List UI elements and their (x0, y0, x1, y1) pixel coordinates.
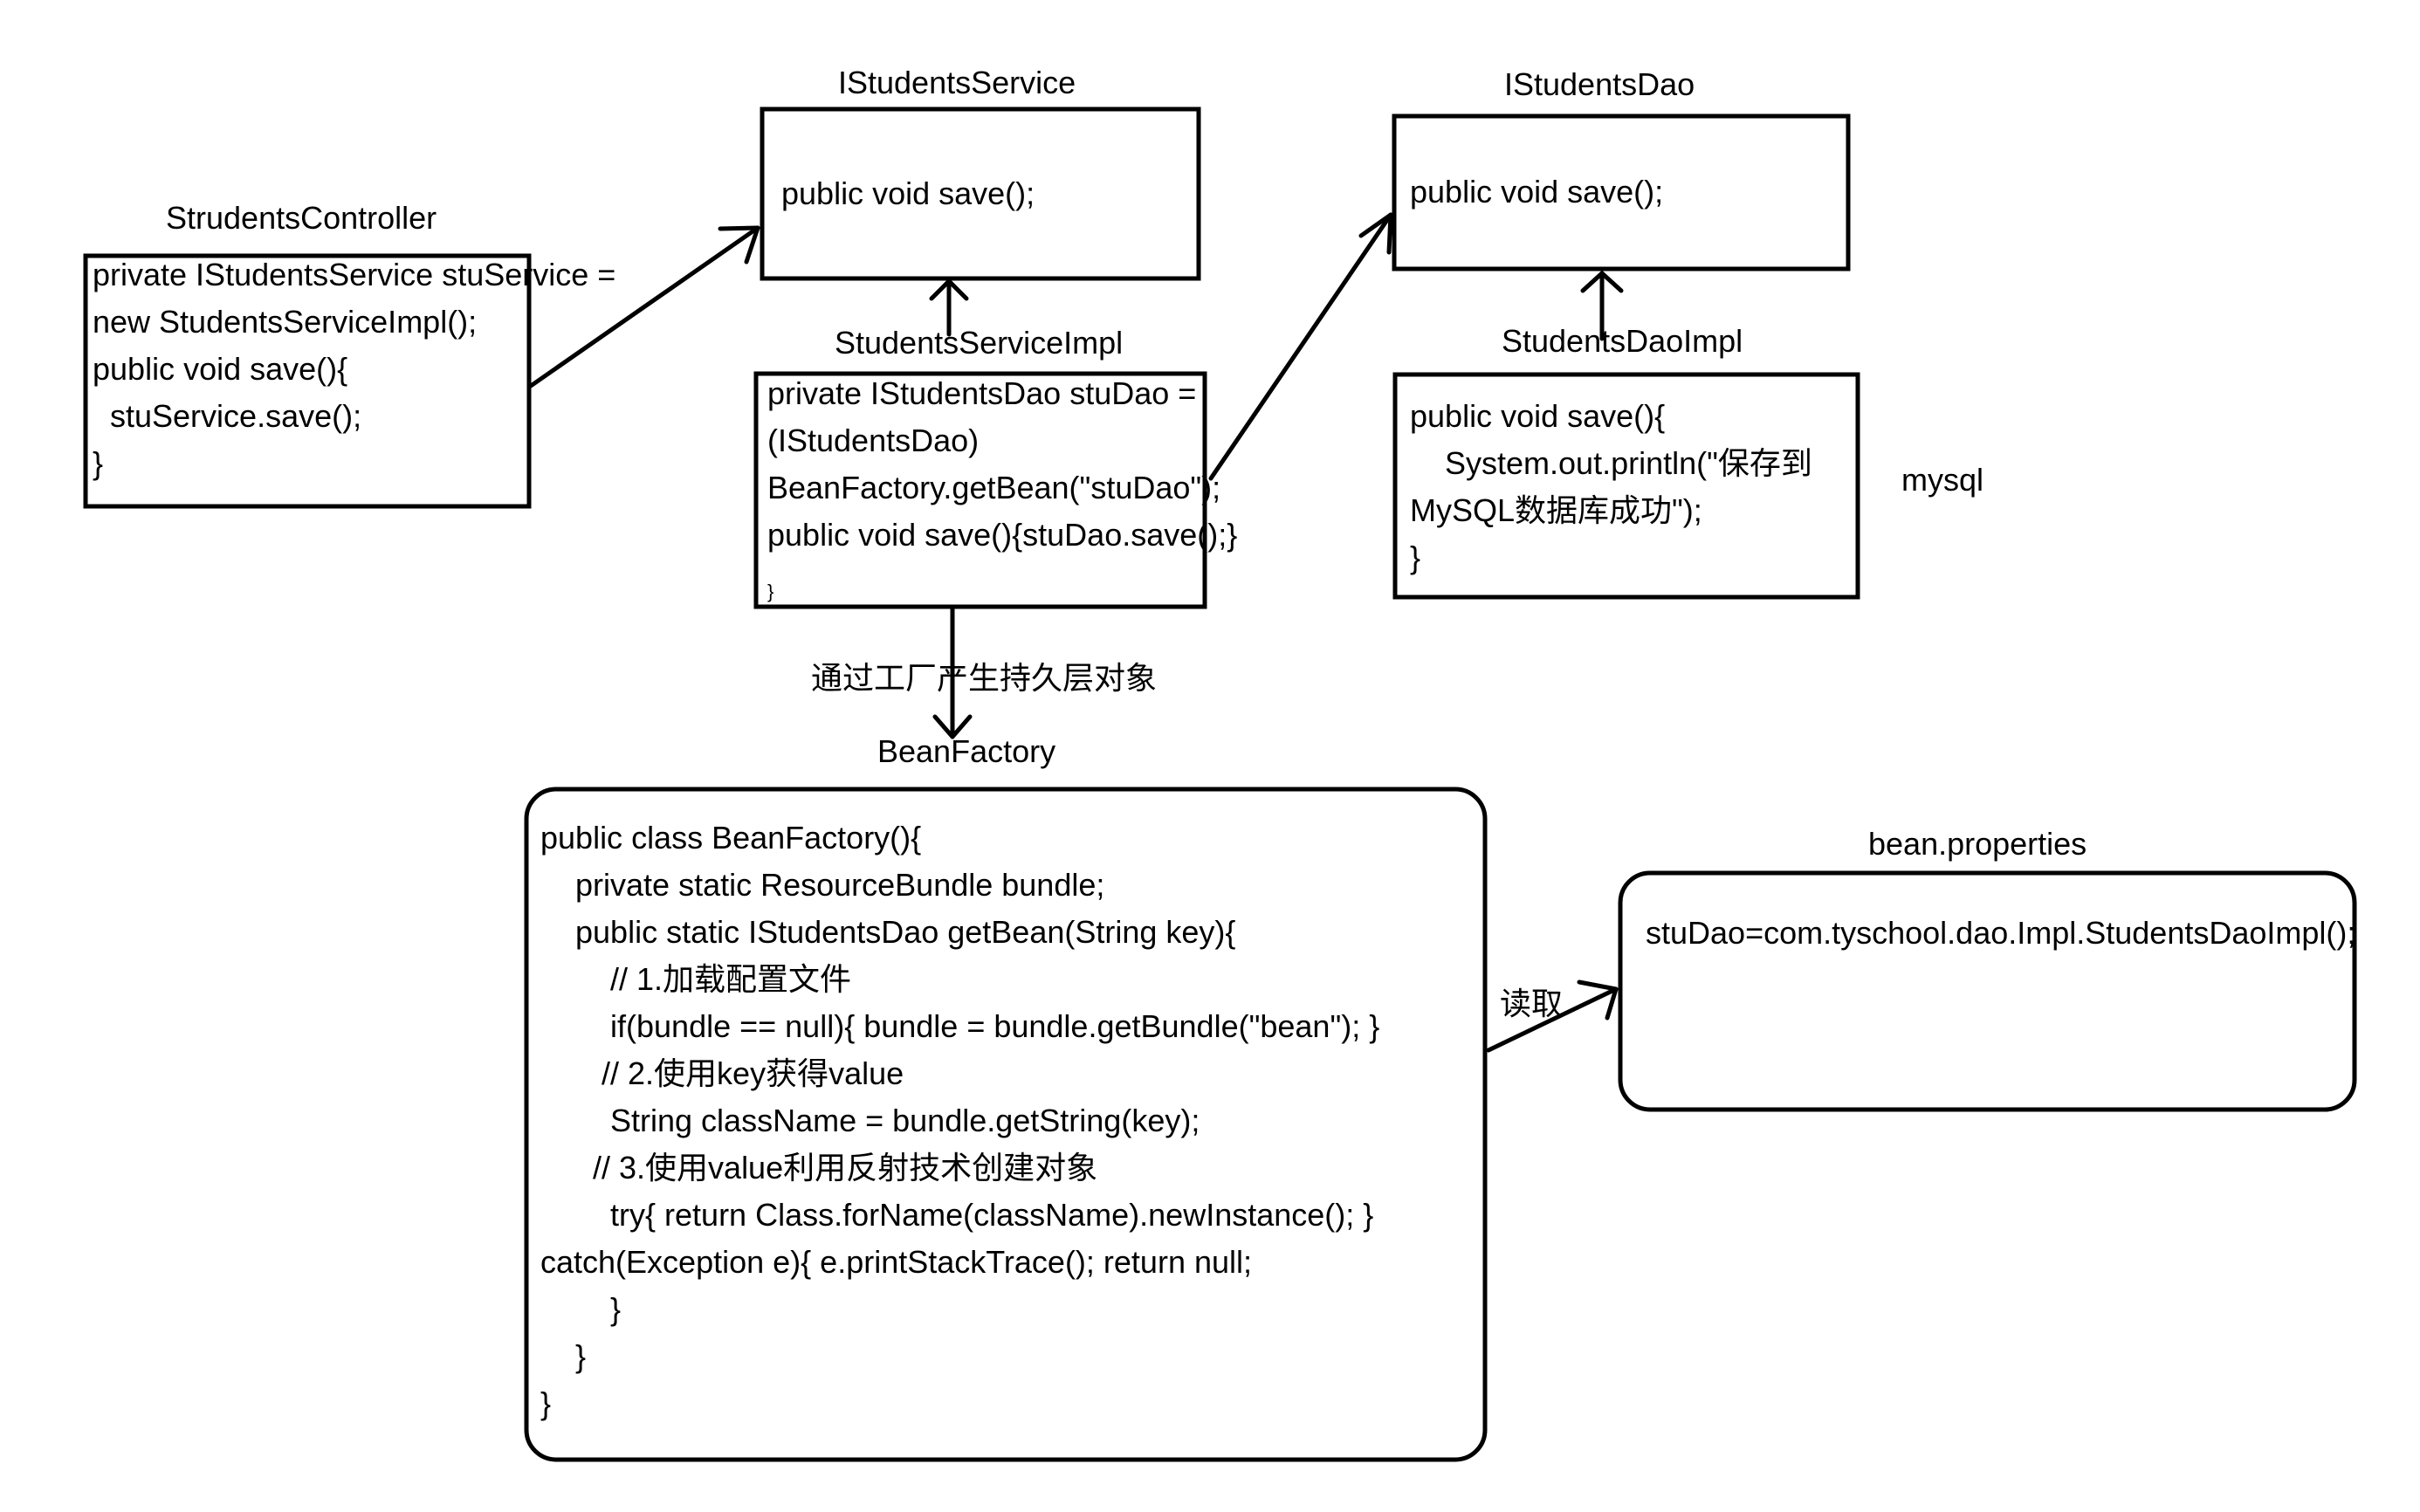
bean-factory-title: BeanFactory (877, 733, 1055, 769)
dao-interface-code-line: public void save(); (1410, 174, 1663, 210)
dao-interface-title: IStudentsDao (1504, 66, 1695, 102)
bean-factory-code-line: // 3.使用value利用反射技术创建对象 (540, 1150, 1097, 1186)
service-interface-node: IStudentsService public void save(); (760, 65, 1201, 281)
bean-factory-code-line: public static IStudentsDao getBean(Strin… (540, 914, 1235, 950)
bean-factory-code-line: } (540, 1385, 551, 1421)
bean-properties-box (1618, 870, 2357, 1112)
controller-box (83, 253, 532, 509)
controller-code-line: new StudentsServiceImpl(); (93, 304, 477, 340)
bean-factory-code-line: // 1.加载配置文件 (540, 961, 851, 997)
bean-properties-node: bean.properties stuDao=com.tyschool.dao.… (1618, 826, 2357, 1112)
dao-impl-code-line: System.out.println("保存到 (1410, 445, 1812, 481)
arrow-service-impl-to-dao (1208, 212, 1393, 481)
service-impl-code-line: public void save(){stuDao.save();} (767, 517, 1237, 553)
dao-impl-code-line: } (1410, 540, 1420, 575)
bean-factory-code-line: } (540, 1338, 586, 1374)
arrow-controller-to-service (528, 225, 760, 388)
bean-factory-code-line: private static ResourceBundle bundle; (540, 867, 1104, 903)
bean-factory-code-line: String className = bundle.getString(key)… (540, 1103, 1200, 1138)
dao-interface-box (1392, 113, 1851, 271)
bean-factory-code-line: } (540, 1291, 621, 1327)
bean-properties-code-line: stuDao=com.tyschool.dao.Impl.StudentsDao… (1646, 915, 2355, 951)
service-interface-box (760, 107, 1201, 281)
service-impl-code-line: (IStudentsDao) (767, 423, 979, 458)
arrow-bean-factory-to-properties: 读取 (1486, 979, 1619, 1053)
service-impl-code-line: BeanFactory.getBean("stuDao"); (767, 470, 1220, 505)
bean-factory-node: BeanFactory public class BeanFactory(){ … (524, 733, 1488, 1462)
bean-factory-code-line: // 2.使用key获得value (540, 1055, 904, 1091)
service-impl-code-line: } (767, 581, 773, 602)
service-interface-code-line: public void save(); (781, 175, 1035, 211)
service-impl-node: StudentsServiceImpl private IStudentsDao… (753, 325, 1237, 609)
bean-factory-code-line: if(bundle == null){ bundle = bundle.getB… (540, 1008, 1379, 1044)
bean-properties-title: bean.properties (1868, 826, 2087, 862)
service-impl-title: StudentsServiceImpl (835, 325, 1123, 361)
controller-code-line: public void save(){ (93, 351, 347, 387)
mysql-label: mysql (1901, 462, 1983, 498)
read-edge-label: 读取 (1500, 986, 1563, 1021)
controller-title: StrudentsController (166, 200, 437, 236)
bean-factory-code-line: catch(Exception e){ e.printStackTrace();… (540, 1244, 1252, 1280)
bean-factory-code-line: try{ return Class.forName(className).new… (540, 1197, 1373, 1233)
service-interface-title: IStudentsService (838, 65, 1076, 100)
controller-code-line: stuService.save(); (93, 398, 361, 434)
bean-factory-code-line: public class BeanFactory(){ (540, 820, 921, 856)
service-impl-code-line: private IStudentsDao stuDao = (767, 375, 1196, 411)
arrow-service-impl-to-bean-factory: 通过工厂产生持久层对象 (811, 606, 1157, 739)
factory-edge-label: 通过工厂产生持久层对象 (811, 660, 1157, 696)
dao-interface-node: IStudentsDao public void save(); (1392, 66, 1851, 271)
dao-impl-code-line: MySQL数据库成功"); (1410, 492, 1702, 528)
dao-impl-node: StudentsDaoImpl public void save(){ Syst… (1392, 323, 1860, 600)
controller-node: StrudentsController private IStudentsSer… (83, 200, 615, 509)
bean-factory-box (524, 787, 1488, 1462)
service-impl-box (753, 371, 1207, 609)
controller-code-line: } (93, 445, 103, 481)
dao-impl-title: StudentsDaoImpl (1502, 323, 1743, 359)
dao-impl-code-line: public void save(){ (1410, 398, 1665, 434)
arrow-dao-impl-to-interface (1580, 271, 1624, 341)
arrow-service-impl-to-interface (929, 278, 969, 337)
dao-impl-box (1392, 372, 1860, 600)
controller-code-line: private IStudentsService stuService = (93, 257, 615, 292)
